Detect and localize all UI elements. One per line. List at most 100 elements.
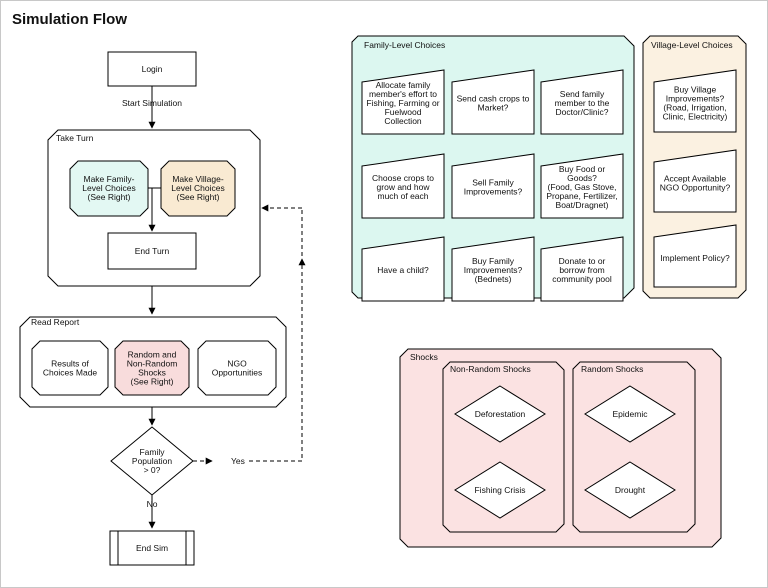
family-choice-card-label-line: Choose crops to <box>372 173 434 183</box>
family-choice-card-label-line: Fishing, Farming or <box>366 98 439 108</box>
family-choice-card-label-line: Doctor/Clinic? <box>556 107 609 117</box>
village-choice-card-label-line: (Road, Irrigation, <box>663 103 726 113</box>
village-choice-card-label-line: Implement Policy? <box>660 253 730 263</box>
make-family-choices-line: (See Right) <box>88 192 131 202</box>
village-choice-card-label-line: Accept Available <box>664 174 726 184</box>
village-choice-card-shape <box>653 224 737 288</box>
shock-diamond: Deforestation <box>454 385 546 443</box>
make-family-choices-line: Level Choices <box>82 183 135 193</box>
family-choice-card-label-line: Buy Family <box>472 256 515 266</box>
family-choice-card-label-line: Allocate family <box>376 80 432 90</box>
village-choice-card: Implement Policy? <box>653 224 737 288</box>
make-family-choices-label: Make Family-Level Choices(See Right) <box>82 174 135 202</box>
village-choice-card-shape <box>653 149 737 213</box>
random-shocks-title: Random Shocks <box>581 364 643 374</box>
shock-diamond: Epidemic <box>584 385 676 443</box>
family-choice-card-shape <box>540 69 624 135</box>
family-choice-card-label-line: (Food, Gas Stove, <box>548 182 617 192</box>
shock-diamond-label: Drought <box>615 485 646 495</box>
shock-diamond: Fishing Crisis <box>454 461 546 519</box>
results-line: Results of <box>51 359 89 369</box>
make-family-choices-box <box>69 160 149 217</box>
random-shocks-box <box>114 340 190 396</box>
end-turn-box <box>107 232 197 270</box>
family-choice-card-shape <box>451 153 535 219</box>
village-choices-title: Village-Level Choices <box>651 40 733 50</box>
make-village-choices-line: Make Village- <box>172 174 224 184</box>
shock-diamond-label: Epidemic <box>613 409 649 419</box>
family-choice-card-label-line: Market? <box>478 103 509 113</box>
results-box <box>31 340 109 396</box>
make-village-choices-line: (See Right) <box>177 192 220 202</box>
shock-diamond-shape <box>584 385 676 443</box>
family-choice-card-label-line: Sell Family <box>472 178 514 188</box>
family-choice-card-shape <box>451 236 535 302</box>
make-village-choices-line: Level Choices <box>171 183 224 193</box>
family-choice-card-label-line: Collection <box>384 116 422 126</box>
ngo-box <box>197 340 277 396</box>
family-choice-card-label-line: Propane, Fertilizer, <box>546 191 617 201</box>
shock-diamond-shape <box>584 461 676 519</box>
family-choice-card-shape <box>540 236 624 302</box>
family-choice-card-label-line: Send family <box>560 89 605 99</box>
village-choice-card-label-line: Buy Village <box>674 85 717 95</box>
family-choice-card-label-line: Improvements? <box>464 265 523 275</box>
population-decision-line: Family <box>139 447 165 457</box>
family-choice-card-shape <box>361 153 445 219</box>
family-choices-title: Family-Level Choices <box>364 40 445 50</box>
make-village-choices-label: Make Village-Level Choices(See Right) <box>171 174 224 202</box>
results-line: Choices Made <box>43 368 98 378</box>
family-choice-card-label-line: (Bednets) <box>475 274 512 284</box>
family-choice-card: Have a child? <box>361 236 445 302</box>
family-choice-card-label-line: member's effort to <box>369 89 437 99</box>
village-choice-card-label-line: NGO Opportunity? <box>660 183 731 193</box>
ngo-line: Opportunities <box>212 368 263 378</box>
family-choice-card-label-line: Fuelwood <box>385 107 422 117</box>
family-choice-card-label-line: community pool <box>552 274 612 284</box>
family-choice-card-label-line: member to the <box>555 98 610 108</box>
non-random-shocks-title: Non-Random Shocks <box>450 364 531 374</box>
family-choice-card-label-line: Buy Food or <box>559 164 605 174</box>
family-choice-card-label-line: much of each <box>377 191 428 201</box>
family-choice-card-label-line: Improvements? <box>464 187 523 197</box>
shocks-title: Shocks <box>410 352 438 362</box>
end-turn-label: End Turn <box>135 246 170 256</box>
family-choice-card-label-line: Have a child? <box>377 265 429 275</box>
village-choice-card-label-line: Improvements? <box>666 94 725 104</box>
read-report-label: Read Report <box>31 317 80 327</box>
ngo-line: NGO <box>227 359 247 369</box>
no-label: No <box>147 499 158 509</box>
population-decision-line: > 0? <box>144 465 161 475</box>
family-choice-card-shape <box>361 236 445 302</box>
family-choice-card-label-line: Donate to or <box>559 256 606 266</box>
loop-back-vertical <box>249 258 306 462</box>
yes-label: Yes <box>231 456 245 466</box>
end-sim-label: End Sim <box>136 543 168 553</box>
random-shocks-line: Shocks <box>138 368 166 378</box>
family-choice-card-shape <box>540 153 624 219</box>
random-shocks-line: (See Right) <box>131 377 174 387</box>
shock-diamond: Drought <box>584 461 676 519</box>
family-choice-card-label-line: borrow from <box>559 265 604 275</box>
family-choice-card-shape <box>451 69 535 135</box>
page-title: Simulation Flow <box>12 11 127 28</box>
end-sim-box <box>109 530 195 566</box>
family-choice-card-label-line: Boat/Dragnet) <box>556 200 609 210</box>
random-shocks-line: Non-Random <box>127 359 178 369</box>
shock-diamond-label: Deforestation <box>475 409 526 419</box>
family-choice-card-label-line: grow and how <box>377 182 431 192</box>
